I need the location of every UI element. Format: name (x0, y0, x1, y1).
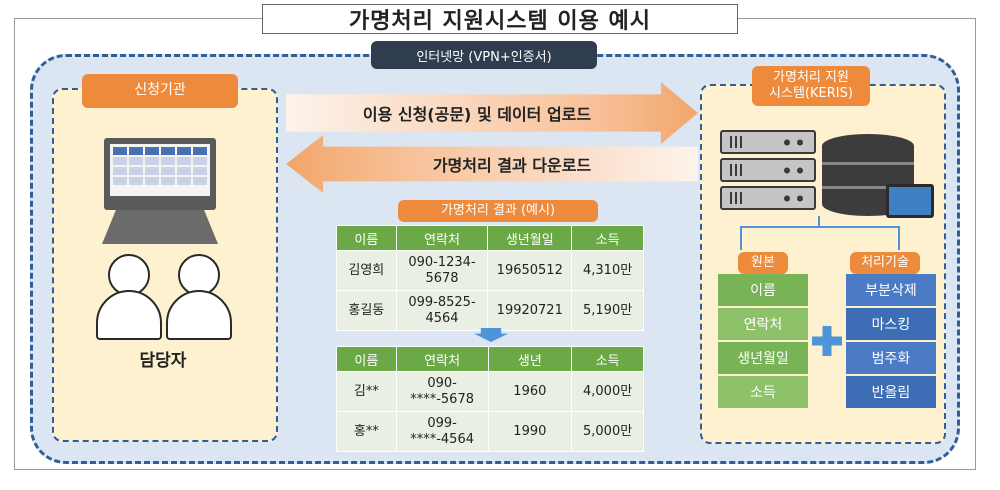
table-row: 김** 090-****-5678 1960 4,000만 (336, 371, 644, 412)
list-item: 부분삭제 (846, 274, 936, 306)
table-cell: 1960 (487, 371, 573, 412)
connector-line (818, 216, 820, 228)
original-data-table: 이름 연락처 생년월일 소득 김영희 090-1234-5678 1965051… (336, 225, 644, 331)
list-item: 생년월일 (718, 342, 808, 374)
table-cell: 090-1234-5678 (395, 250, 489, 291)
table-cell: 099-****-4564 (395, 411, 489, 452)
list-item: 이름 (718, 274, 808, 306)
table-cell: 1990 (487, 411, 573, 452)
display-icon (886, 184, 934, 218)
table-cell: 19920721 (487, 290, 573, 331)
connector-line (740, 226, 900, 228)
column-header: 이름 (336, 225, 397, 251)
network-label: 인터넷망 (VPN+인증서) (371, 41, 597, 69)
staff-label: 담당자 (139, 351, 187, 371)
system-label-line2: 시스템(KERIS) (769, 86, 853, 101)
technique-label: 처리기술 (850, 252, 920, 274)
table-cell: 5,190만 (571, 290, 644, 331)
list-item: 마스킹 (846, 308, 936, 340)
monitor-icon (104, 138, 216, 210)
table-cell: 4,310만 (571, 250, 644, 291)
pseudonymized-data-table: 이름 연락처 생년 소득 김** 090-****-5678 1960 4,00… (336, 346, 644, 452)
agency-label: 신청기관 (82, 74, 238, 108)
column-header: 연락처 (395, 225, 489, 251)
table-cell: 홍** (336, 411, 397, 452)
column-header: 소득 (571, 346, 644, 372)
system-label: 가명처리 지원 시스템(KERIS) (752, 66, 870, 106)
table-cell: 김** (336, 371, 397, 412)
connector-line (898, 228, 900, 250)
table-header-row: 이름 연락처 생년 소득 (336, 346, 644, 372)
column-header: 이름 (336, 346, 397, 372)
download-arrow-label: 가명처리 결과 다운로드 (432, 156, 592, 175)
column-header: 생년월일 (487, 225, 573, 251)
server-rack-icon (720, 130, 816, 214)
table-row: 홍길동 099-8525-4564 19920721 5,190만 (336, 290, 644, 331)
technique-list: 부분삭제 마스킹 범주화 반올림 (846, 274, 936, 410)
table-cell: 099-8525-4564 (395, 290, 489, 331)
spreadsheet-screen-icon (110, 144, 210, 196)
original-fields-list: 이름 연락처 생년월일 소득 (718, 274, 808, 410)
column-header: 생년 (487, 346, 573, 372)
list-item: 연락처 (718, 308, 808, 340)
connector-line (740, 228, 742, 250)
column-header: 소득 (571, 225, 644, 251)
table-cell: 5,000만 (571, 411, 644, 452)
table-cell: 김영희 (336, 250, 397, 291)
table-header-row: 이름 연락처 생년월일 소득 (336, 225, 644, 251)
table-row: 김영희 090-1234-5678 19650512 4,310만 (336, 250, 644, 291)
column-header: 연락처 (395, 346, 489, 372)
list-item: 반올림 (846, 376, 936, 408)
table-cell: 홍길동 (336, 290, 397, 331)
list-item: 소득 (718, 376, 808, 408)
page-title: 가명처리 지원시스템 이용 예시 (262, 4, 738, 34)
table-cell: 090-****-5678 (395, 371, 489, 412)
system-label-line1: 가명처리 지원 (773, 69, 849, 85)
original-data-label: 원본 (738, 252, 788, 274)
table-row: 홍** 099-****-4564 1990 5,000만 (336, 411, 644, 452)
list-item: 범주화 (846, 342, 936, 374)
table-cell: 19650512 (487, 250, 573, 291)
upload-arrow-label: 이용 신청(공문) 및 데이터 업로드 (362, 105, 592, 124)
keyboard-icon (102, 210, 218, 244)
table-cell: 4,000만 (571, 371, 644, 412)
result-label: 가명처리 결과 (예시) (398, 200, 598, 222)
